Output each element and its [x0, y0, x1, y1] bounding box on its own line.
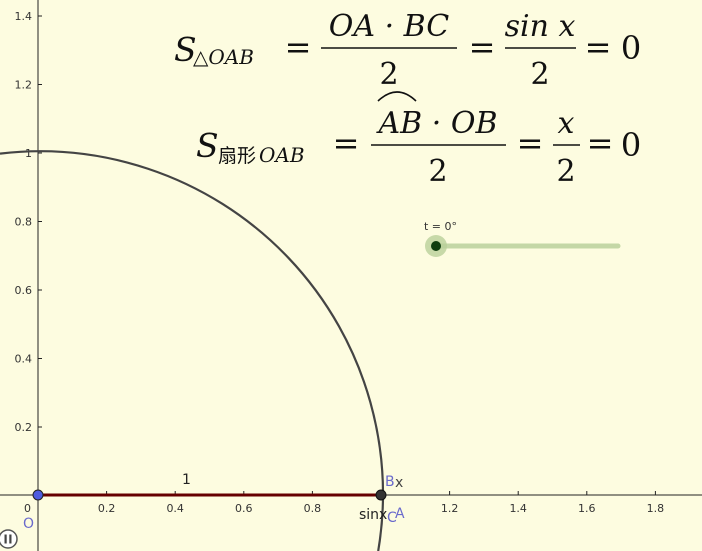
fraction-denominator: 2 [379, 57, 398, 92]
x-tick-label: 1.6 [578, 502, 596, 515]
label-O: O [23, 516, 34, 532]
fraction-numerator: OA · BC [329, 9, 449, 44]
fraction-denominator: 2 [428, 154, 447, 189]
arc-label: AB [376, 106, 423, 141]
formula-sector-area: S 扇形 OAB = AB · OB 2 = x 2 = 0 [196, 91, 641, 189]
slider-label: t = 0° [424, 220, 457, 233]
formula-subscript: OAB [259, 143, 305, 167]
equals-sign: = [469, 28, 496, 66]
formula-result: 0 [621, 29, 641, 67]
formula-S: S [196, 126, 219, 165]
formula-subscript: △OAB [193, 45, 254, 69]
formula-subscript-cjk: 扇形 [218, 145, 256, 167]
y-tick-label: 0.2 [15, 421, 33, 434]
fraction-numerator: AB · OB [376, 106, 498, 141]
equals-sign: = [517, 124, 544, 162]
x-tick-label: 0.4 [166, 502, 184, 515]
y-tick-label: 1.4 [15, 10, 33, 23]
x-tick-label: 0.8 [304, 502, 322, 515]
label-segment-length: 1 [182, 472, 191, 488]
equals-sign: = [333, 124, 360, 162]
label-x: x [395, 475, 403, 491]
label-C: C [387, 510, 397, 526]
angle-slider[interactable]: t = 0° [424, 220, 621, 257]
y-tick-label: 0.4 [15, 353, 33, 366]
equals-sign: = [285, 28, 312, 66]
x-tick-label: 1.2 [441, 502, 459, 515]
label-B: B [385, 474, 395, 490]
equals-sign: = [585, 28, 612, 66]
arc-accent [377, 91, 417, 102]
y-axis-ticks [38, 15, 42, 428]
x-tick-label: 0.6 [235, 502, 253, 515]
x-tick-label: 0 [24, 502, 31, 515]
numerator-rest: · OB [422, 106, 497, 141]
formula-S: S [174, 30, 197, 69]
x-tick-label: 1.4 [509, 502, 527, 515]
formula-triangle-area: S △OAB = OA · BC 2 = sin x 2 = 0 [174, 9, 641, 92]
y-tick-label: 1 [25, 147, 32, 160]
fraction-denominator: 2 [556, 154, 575, 189]
x-tick-label: 1.8 [647, 502, 665, 515]
y-tick-label: 0.8 [15, 216, 33, 229]
label-A: A [395, 506, 405, 522]
fraction-numerator: x [558, 106, 575, 141]
slider-knob[interactable] [431, 241, 441, 251]
y-tick-label: 1.2 [15, 79, 33, 92]
pause-icon [4, 534, 7, 544]
label-sinx: sinx [359, 507, 387, 523]
fraction-denominator: 2 [530, 57, 549, 92]
y-tick-label: 0.6 [15, 284, 33, 297]
x-tick-label: 0.2 [98, 502, 116, 515]
point-A[interactable] [375, 489, 387, 501]
pause-button[interactable] [0, 529, 18, 549]
unit-circle-arc[interactable] [0, 150, 385, 551]
point-O[interactable] [32, 489, 44, 501]
fraction-numerator: sin x [505, 9, 576, 44]
equals-sign: = [587, 124, 614, 162]
formula-result: 0 [621, 126, 641, 164]
